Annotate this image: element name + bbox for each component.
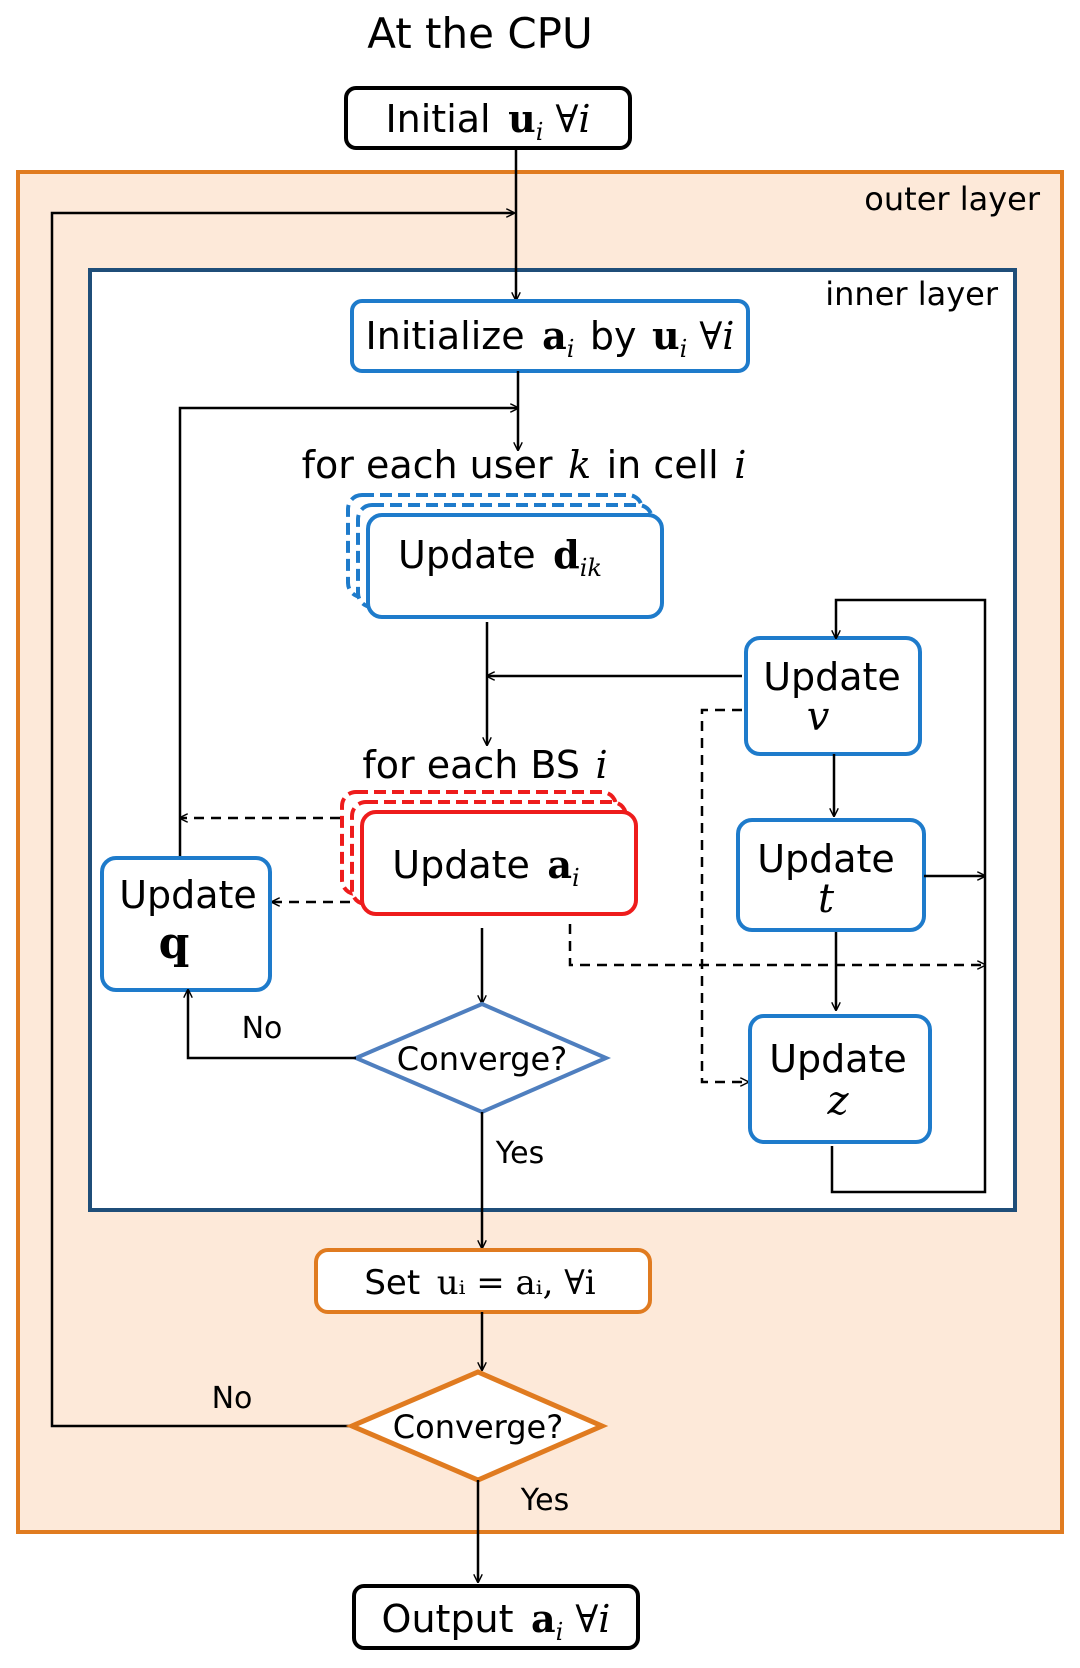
converge-inner-label: Converge? <box>397 1040 567 1078</box>
initial-u-label: Initial ui∀i <box>385 96 590 146</box>
update-t-label: Update <box>757 837 895 881</box>
inner-yes-label: Yes <box>495 1136 544 1171</box>
update-z-box <box>748 1014 932 1144</box>
arrow-z-loop <box>830 598 987 1194</box>
arrow-inner-no <box>188 990 356 1060</box>
update-t-var: t <box>818 876 835 922</box>
for-each-user-label: for each user k in cell i <box>302 443 747 487</box>
arrow-q-loop <box>178 408 518 858</box>
converge-outer-label: Converge? <box>393 1408 563 1446</box>
init-a-box <box>350 299 750 373</box>
output-box <box>352 1584 640 1650</box>
dashed-a-to-right <box>568 924 985 965</box>
update-d-label: Update dik <box>398 532 602 582</box>
inner-layer-label: inner layer <box>825 275 999 313</box>
set-u-label: Set uᵢ = aᵢ, ∀i <box>364 1263 595 1303</box>
arrow-outer-loop <box>50 213 514 1428</box>
update-a-box <box>360 810 638 916</box>
inner-no-label: No <box>242 1011 283 1046</box>
initial-u-box <box>344 86 632 150</box>
update-q-label: Update <box>119 873 257 917</box>
diagram-title: At the CPU <box>367 9 592 58</box>
dashed-v-to-z <box>700 708 748 1082</box>
update-z-var: z <box>826 1078 849 1124</box>
update-q-var: q <box>159 918 190 969</box>
output-label: Output ai∀i <box>382 1596 611 1646</box>
update-v-label: Update <box>763 655 901 699</box>
outer-yes-label: Yes <box>520 1483 569 1518</box>
init-a-label: Initialize ai by ui∀i <box>366 313 735 366</box>
outer-layer-label: outer layer <box>864 180 1041 218</box>
update-d-box <box>366 513 664 619</box>
update-v-var: v <box>807 694 830 740</box>
for-each-bs-label: for each BS i <box>362 743 607 787</box>
outer-no-label: No <box>212 1381 253 1416</box>
update-z-label: Update <box>769 1037 907 1081</box>
update-a-label: Update ai <box>392 842 579 892</box>
